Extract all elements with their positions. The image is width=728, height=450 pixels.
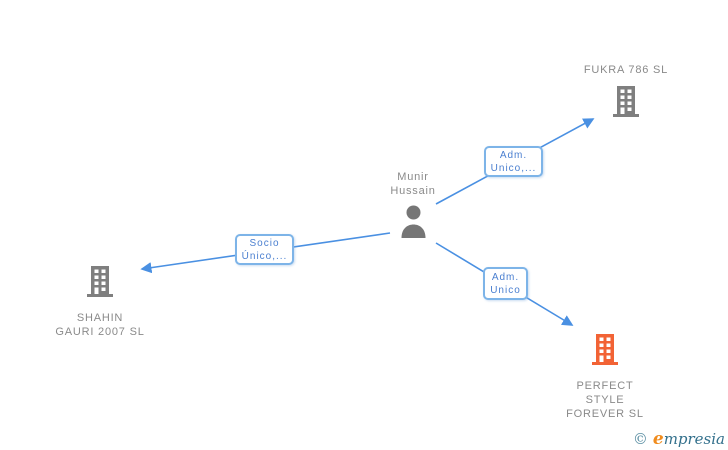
- edge-label-line1: Socio: [249, 237, 280, 249]
- building-icon-highlighted: [592, 334, 618, 370]
- company-node-perfect-style-forever-sl[interactable]: PERFECT STYLE FOREVER SL: [540, 334, 670, 421]
- edge-label-line2: Unico: [490, 284, 521, 296]
- edge-label-adm-unico-perfect[interactable]: Adm. Unico: [483, 267, 528, 300]
- company-name-line2: STYLE: [585, 394, 625, 406]
- company-name-line2: GAURI 2007 SL: [55, 326, 145, 338]
- copyright-icon: ©: [632, 430, 648, 448]
- person-name: Munir Hussain: [390, 170, 435, 198]
- company-name-line3: FOREVER SL: [566, 408, 644, 420]
- person-node-munir-hussain[interactable]: Munir Hussain: [368, 170, 458, 243]
- edge-label-line1: Adm.: [491, 271, 520, 283]
- edge-label-line2: Unico,...: [490, 162, 537, 174]
- empresia-logo[interactable]: ©empresia: [633, 430, 725, 448]
- person-name-line2: Hussain: [390, 185, 436, 197]
- person-icon: [400, 205, 427, 243]
- edge-label-socio-unico-shahin[interactable]: Socio Único,...: [235, 234, 294, 265]
- company-name: FUKRA 786 SL: [583, 64, 669, 76]
- edge-label-line2: Único,...: [241, 250, 288, 262]
- company-name: PERFECT STYLE FOREVER SL: [566, 379, 644, 421]
- edge-label-adm-unico-fukra[interactable]: Adm. Unico,...: [484, 146, 543, 177]
- building-icon: [87, 266, 113, 302]
- company-name-line1: SHAHIN: [76, 312, 124, 324]
- company-node-shahin-gauri-2007-sl[interactable]: SHAHIN GAURI 2007 SL: [35, 266, 165, 339]
- person-name-line1: Munir: [397, 171, 429, 183]
- company-name: SHAHIN GAURI 2007 SL: [55, 311, 144, 339]
- building-icon: [613, 86, 639, 122]
- company-name-line1: PERFECT: [576, 380, 634, 392]
- brand-rest: mpresia: [663, 430, 725, 448]
- brand-initial: e: [652, 429, 664, 449]
- edge-label-line1: Adm.: [499, 149, 528, 161]
- company-node-fukra-786-sl[interactable]: FUKRA 786 SL: [561, 63, 691, 122]
